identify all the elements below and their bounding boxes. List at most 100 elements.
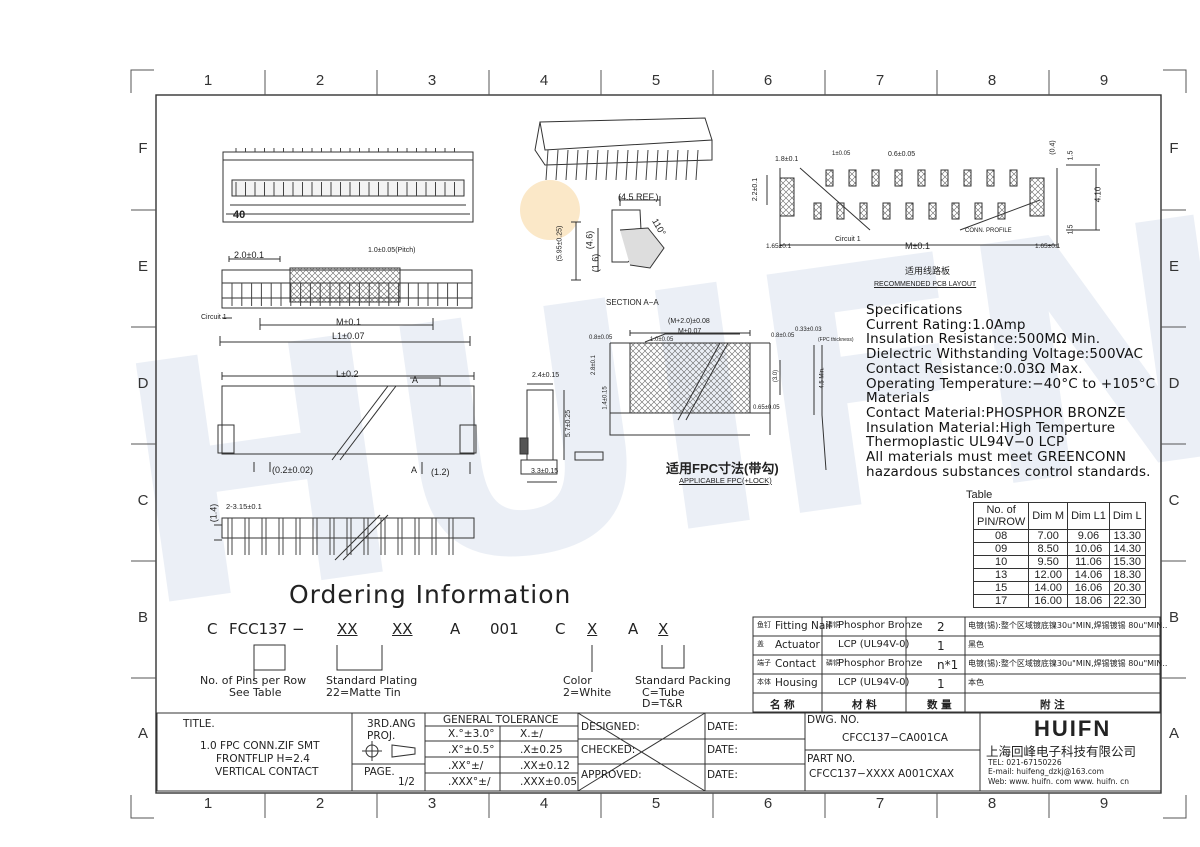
fpc-title: APPLICABLE FPC(+LOCK) — [679, 476, 772, 485]
spec-line: All materials must meet GREENCONN — [866, 449, 1127, 466]
code-part: FCC137 — [229, 620, 288, 638]
page-value: 1/2 — [398, 776, 415, 788]
pcb-165-left: 1.65±0.1 — [766, 243, 792, 250]
pin-side-view — [214, 514, 475, 561]
projection-1: 3RD.ANG — [367, 718, 416, 730]
pcb-title: RECOMMENDED PCB LAYOUT — [874, 281, 977, 288]
table-header: Dim L — [1108, 502, 1146, 530]
zone-col-5-top: 5 — [651, 72, 661, 89]
pcb-15-top: 1.5 — [1067, 150, 1075, 161]
table-cell: 17 — [972, 594, 1030, 608]
zone-col-5-bottom: 5 — [651, 795, 661, 812]
company-name-cn: 上海回峰电子科技有限公司 — [986, 744, 1137, 759]
signal-pad — [825, 169, 834, 187]
zone-col-7-top: 7 — [875, 72, 885, 89]
fitting-pad — [1029, 177, 1045, 217]
zone-row-B-right: B — [1168, 609, 1179, 626]
contact-pin — [595, 149, 599, 181]
pcb-165-right: 1.65±0.1 — [1035, 243, 1061, 250]
zone-col-2-bottom: 2 — [315, 795, 325, 812]
dim-595: (5.95±0.25) — [556, 225, 564, 262]
company-tel: TEL: 021-67150226 — [988, 758, 1062, 767]
dwg-label: DWG. NO. — [807, 714, 860, 726]
projection-2: PROJ. — [367, 730, 396, 742]
approved-label: APPROVED: — [581, 769, 642, 781]
zone-row-A-right: A — [1168, 725, 1179, 742]
dim-46: (4.6) — [584, 230, 595, 250]
tolerance-cell: .XXX°±/ — [448, 776, 491, 788]
code-part: 001 — [490, 620, 519, 638]
contact-pin — [675, 149, 679, 181]
signal-pad — [813, 202, 822, 220]
table-cell: 15.30 — [1108, 555, 1146, 569]
zone-col-9-bottom: 9 — [1099, 795, 1109, 812]
bom-header-name: 名 称 — [770, 699, 795, 711]
bom-header-note: 附 注 — [1040, 699, 1065, 711]
contact-pin — [655, 149, 659, 181]
contact-pin — [575, 149, 579, 181]
dim-a-bottom: A — [411, 465, 418, 475]
pcb-circuit: Circuit 1 — [835, 236, 861, 243]
pcb-22: 2.2±0.1 — [752, 177, 760, 202]
table-header: Dim L1 — [1067, 502, 1110, 530]
bom-note: 黑色 — [968, 640, 984, 649]
pcb-18: 1.8±0.1 — [775, 156, 799, 163]
code-part: − — [292, 620, 305, 638]
table-cell: 09 — [972, 542, 1030, 556]
tolerance-cell: .XX±0.12 — [520, 760, 570, 772]
spec-line: Insulation Resistance:500MΩ Min. — [866, 331, 1101, 348]
bom-part-cn: 鱼钉 — [757, 621, 771, 629]
code-part: C — [555, 620, 566, 638]
pcb-1: 1±0.05 — [832, 151, 851, 157]
dim-12: (1.2) — [431, 467, 450, 477]
contact-pin — [615, 149, 619, 181]
contact-pin — [555, 149, 559, 181]
tolerance-label: GENERAL TOLERANCE — [443, 714, 559, 726]
zone-col-8-top: 8 — [987, 72, 997, 89]
fpc-45: 4.5 Min. — [819, 367, 826, 389]
bom-part: Fitting Nail — [775, 620, 832, 632]
zone-col-3-top: 3 — [427, 72, 437, 89]
fpc-thick: (FPC thickness) — [818, 337, 854, 343]
signal-pad — [963, 169, 972, 187]
signal-pad — [882, 202, 891, 220]
code-part: X — [658, 620, 669, 638]
bom-header-qty: 数 量 — [927, 699, 952, 711]
table-header: Dim M — [1028, 502, 1069, 530]
table-cell: 10 — [972, 555, 1030, 569]
signal-pad — [1009, 169, 1018, 187]
company-web: Web: www. huifn. com www. huifn. cn — [988, 777, 1130, 786]
code-part: C — [207, 620, 218, 638]
pins-note-1: No. of Pins per Row — [200, 674, 307, 687]
top-view — [219, 256, 473, 346]
title-label: TITLE. — [183, 718, 215, 730]
contact-pin — [565, 149, 569, 181]
signal-pad — [951, 202, 960, 220]
table-cell: 18.30 — [1108, 568, 1146, 582]
zone-col-1-top: 1 — [203, 72, 213, 89]
bom-part-cn: 盖 — [757, 640, 764, 648]
table-cell: 16.06 — [1067, 581, 1110, 595]
zone-row-C-right: C — [1168, 492, 1180, 509]
ordering-leaders — [253, 644, 685, 680]
table-label: Table — [966, 489, 993, 501]
applicable-fpc — [609, 330, 827, 471]
title-line-2: FRONTFLIP H=2.4 — [216, 753, 310, 765]
spec-line: Operating Temperature:−40°C to +105°C — [866, 375, 1156, 392]
fpc-m: M±0.07 — [678, 328, 702, 335]
zone-col-3-bottom: 3 — [427, 795, 437, 812]
ordering-title: Ordering Information — [289, 580, 572, 609]
code-part: A — [628, 620, 639, 638]
fpc-033: 0.33±0.03 — [795, 327, 822, 333]
zone-col-4-top: 4 — [539, 72, 549, 89]
part-label: PART NO. — [807, 753, 856, 765]
color-note-2: 2=White — [563, 686, 612, 699]
zone-row-B-left: B — [137, 609, 148, 626]
spec-line: hazardous substances control standards. — [866, 463, 1151, 480]
dim-33: 3.3±0.15 — [531, 468, 559, 475]
dim-315: 2-3.15±0.1 — [226, 502, 262, 511]
table-cell: 8.50 — [1028, 542, 1069, 556]
